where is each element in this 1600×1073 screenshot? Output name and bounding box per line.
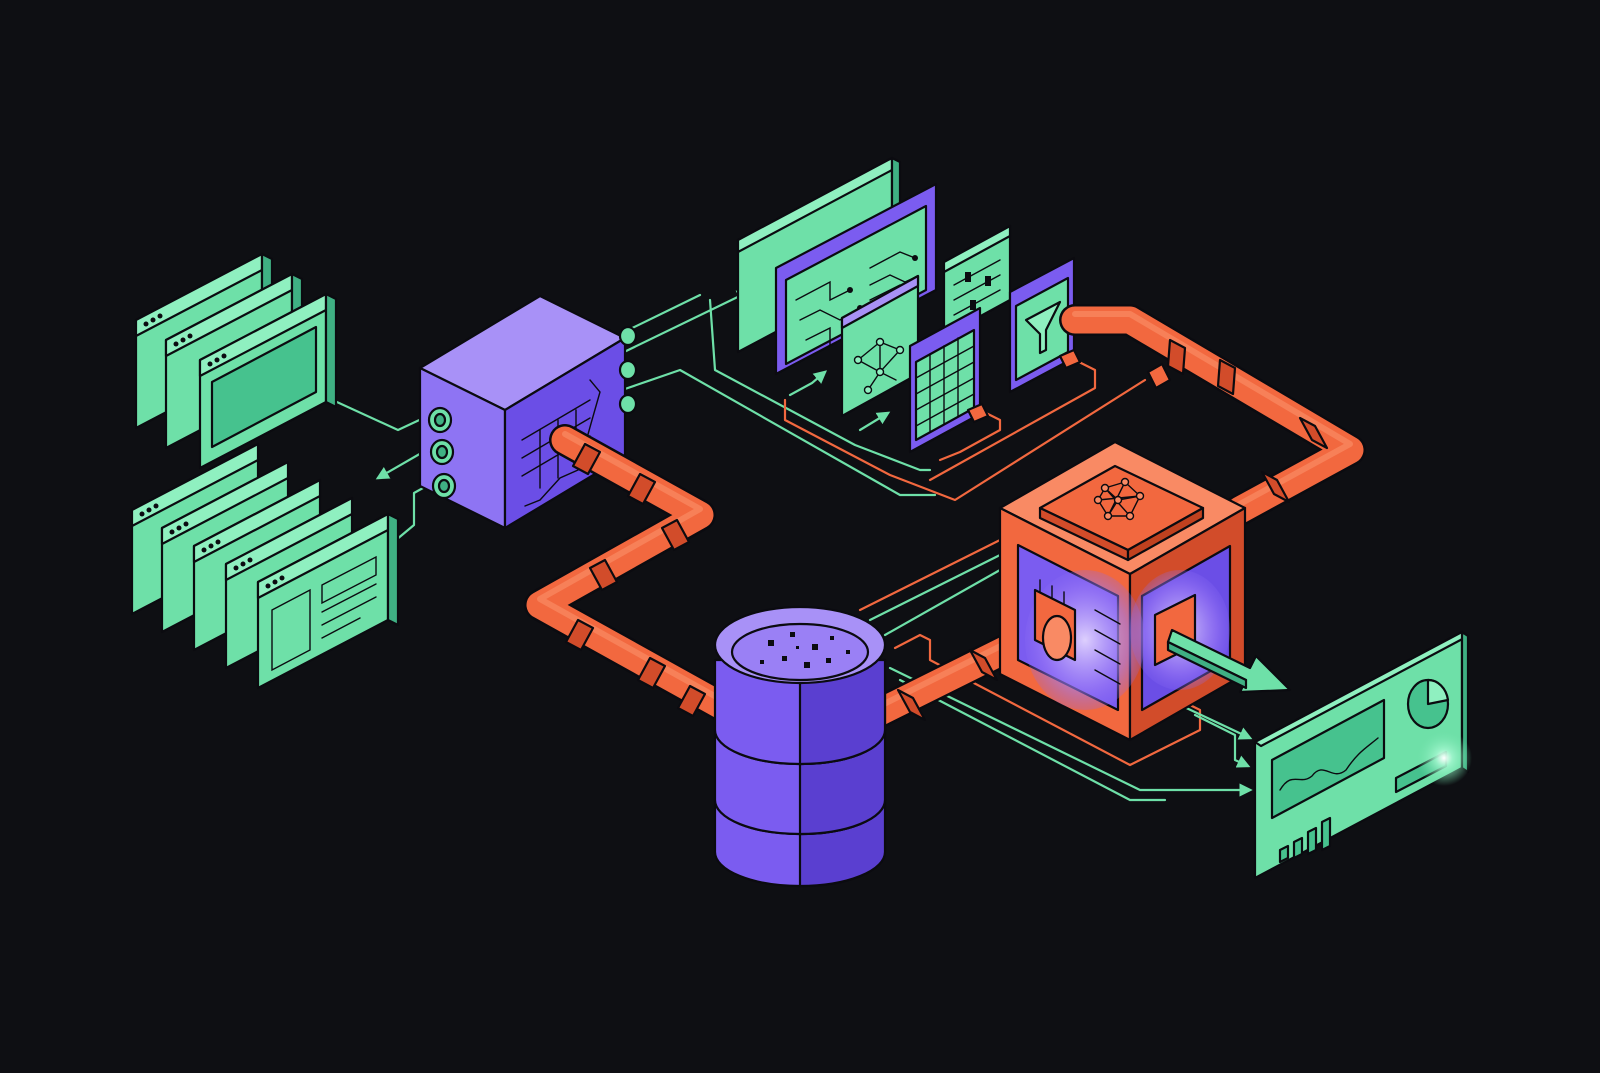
circuit-board-icon: [774, 182, 938, 376]
source-window-stack-bottom: [130, 442, 400, 690]
plug-connectors: [966, 348, 1172, 424]
line-chart-icon: [1270, 698, 1386, 820]
network-graph-icon: [840, 274, 920, 418]
port-connectors: [427, 325, 638, 500]
pie-chart-icon: [1406, 678, 1450, 730]
data-grid-icon: [908, 306, 982, 454]
dashboard-panel: [1253, 630, 1472, 880]
bar-chart-icon: [1278, 816, 1332, 864]
funnel-filter-icon: [1008, 256, 1076, 394]
ingest-box: [418, 294, 638, 530]
browser-window-icon: [256, 512, 400, 690]
source-window-stack-top: [134, 252, 338, 470]
output-arrow: [1166, 628, 1292, 694]
status-light: [1394, 730, 1472, 794]
database-cylinder-icon: [713, 605, 887, 888]
processing-panels: [736, 156, 1172, 454]
ai-core: [998, 440, 1292, 742]
browser-window-icon: [198, 292, 338, 470]
